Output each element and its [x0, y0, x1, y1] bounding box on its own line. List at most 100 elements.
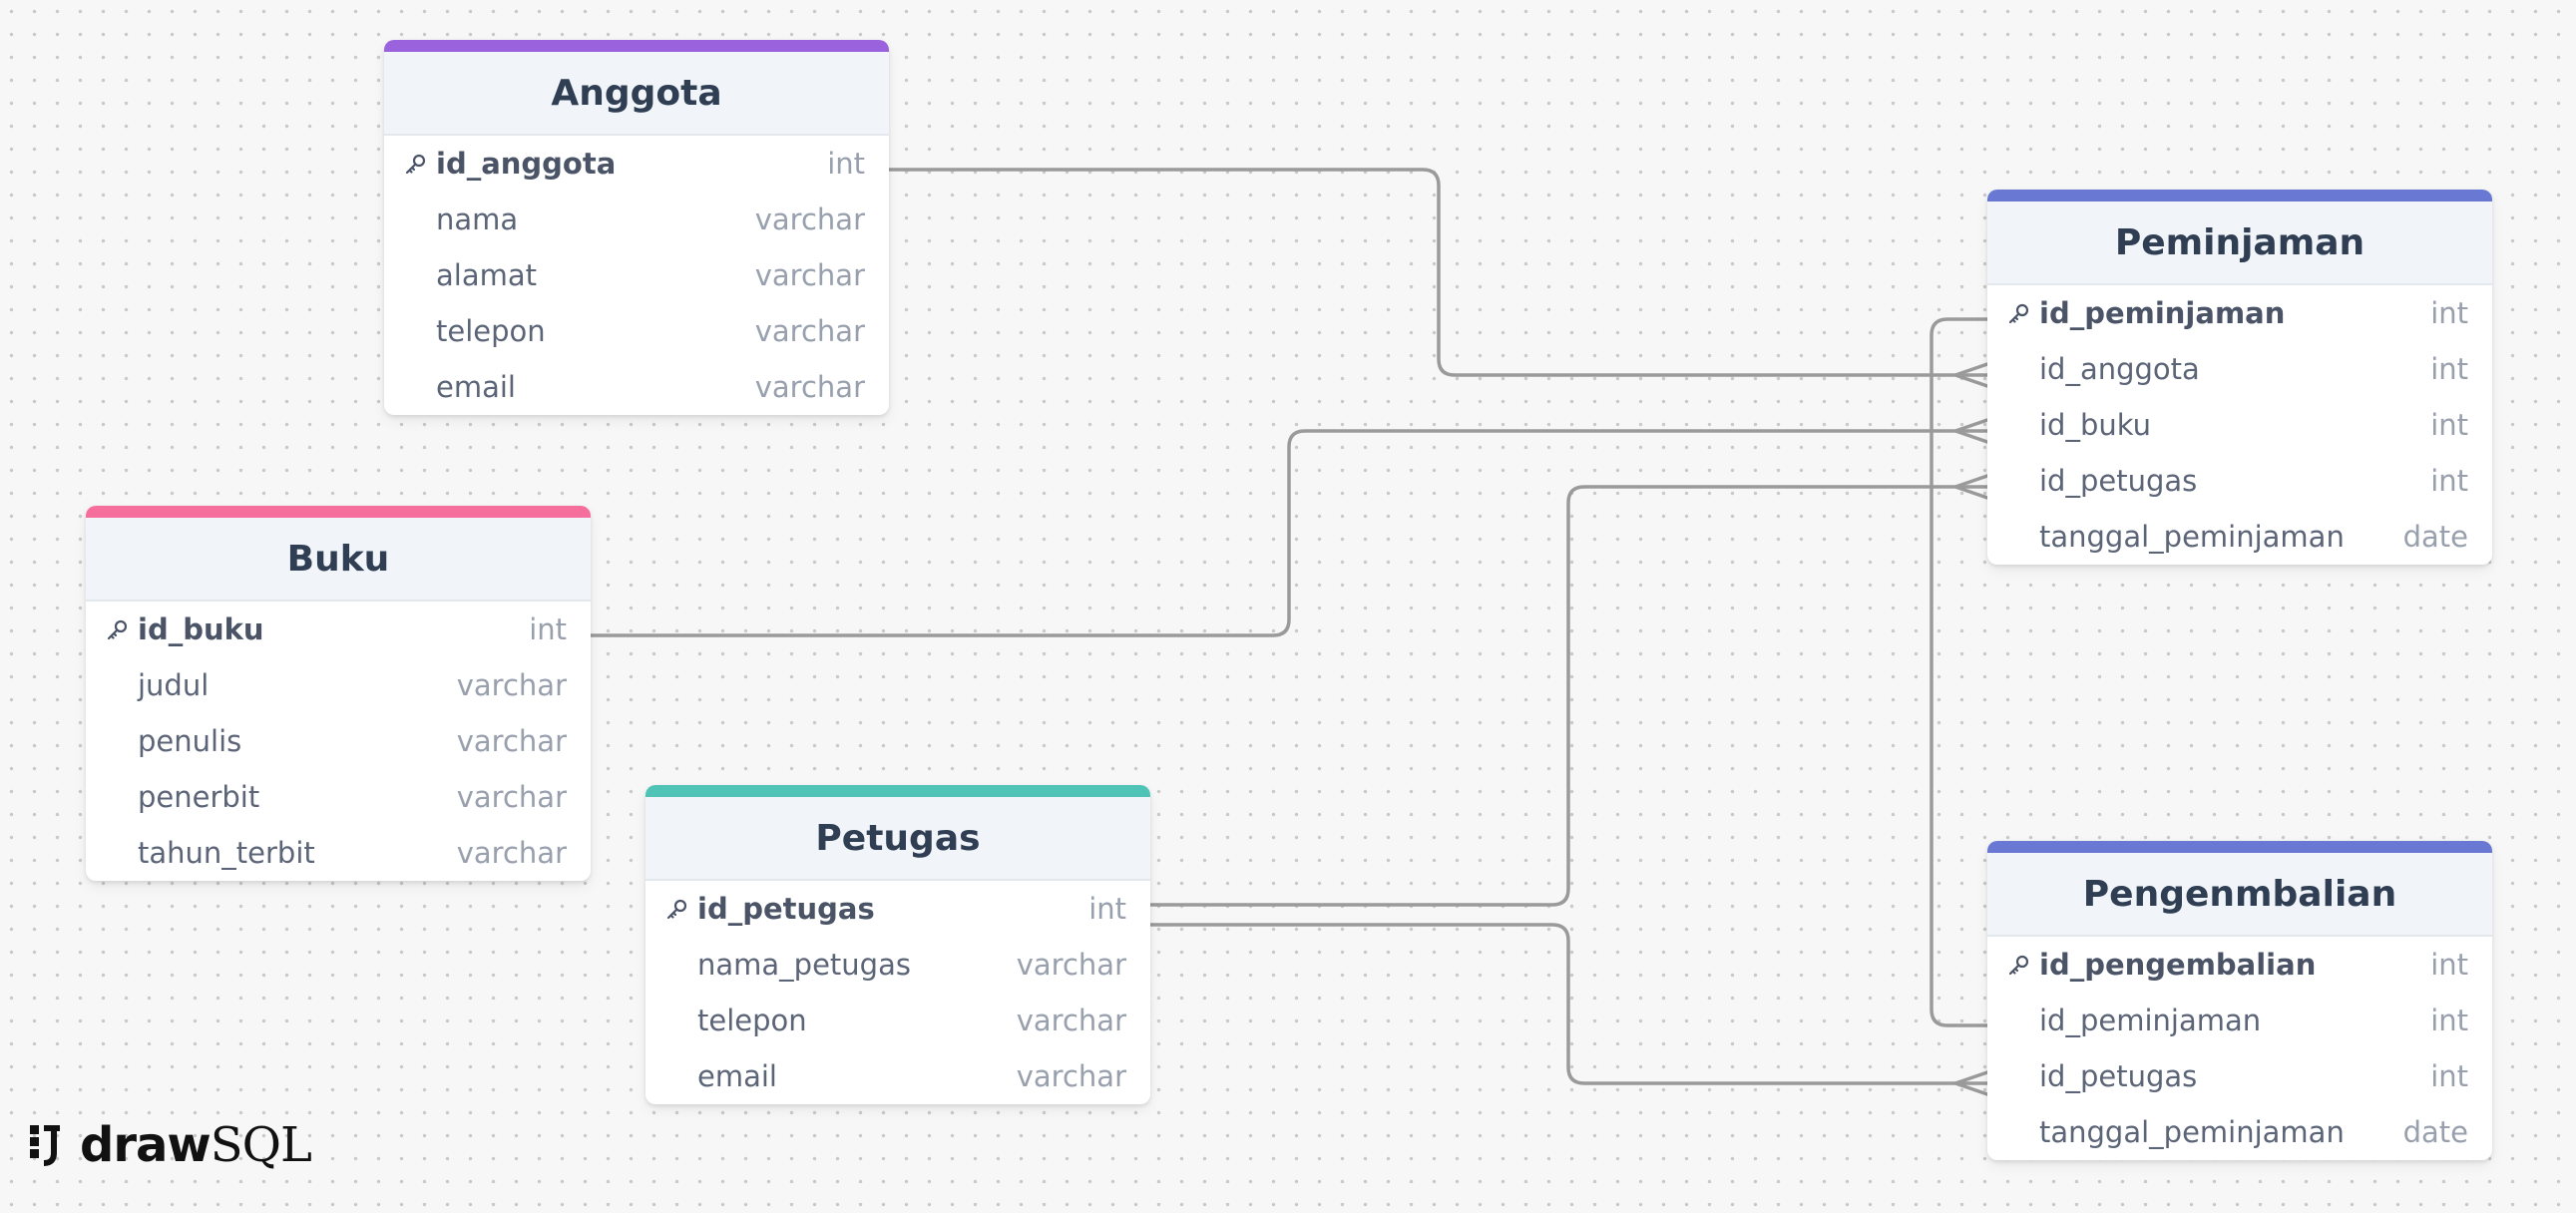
column-name: penerbit	[138, 780, 260, 814]
crowfoot-icon	[1953, 362, 1989, 388]
table-header[interactable]: Peminjaman	[1987, 202, 2492, 285]
column-name: telepon	[436, 314, 546, 348]
table-title: Anggota	[551, 72, 722, 114]
table-header[interactable]: Pengenmbalian	[1987, 853, 2492, 937]
relation-petugas-peminjaman[interactable]	[1148, 485, 1989, 907]
column-row-penulis[interactable]: penulis varchar	[86, 713, 591, 769]
column-type: int	[2430, 1004, 2468, 1037]
column-row-id-petugas[interactable]: id_petugas int	[645, 881, 1150, 937]
relation-peminjaman-pengembalian[interactable]	[1930, 317, 1989, 1027]
table-color-bar	[645, 785, 1150, 797]
column-row-tanggal-peminjaman[interactable]: tanggal_peminjaman date	[1987, 1104, 2492, 1160]
column-name: telepon	[697, 1004, 807, 1037]
table-petugas[interactable]: Petugas id_petugas int nama_petugas varc…	[645, 785, 1150, 1104]
column-type: int	[2430, 296, 2468, 330]
table-color-bar	[86, 506, 591, 518]
column-type: varchar	[456, 780, 567, 814]
relation-anggota-peminjaman[interactable]	[887, 168, 1989, 377]
column-type: int	[2430, 948, 2468, 982]
column-type: varchar	[456, 836, 567, 870]
column-name: judul	[138, 668, 210, 702]
column-row-id-buku[interactable]: id_buku int	[86, 602, 591, 657]
column-type: varchar	[754, 314, 865, 348]
table-title: Buku	[286, 538, 390, 580]
column-row-id-buku[interactable]: id_buku int	[1987, 397, 2492, 453]
column-type: varchar	[754, 370, 865, 404]
column-row-id-peminjaman[interactable]: id_peminjaman int	[1987, 993, 2492, 1048]
column-row-telepon[interactable]: telepon varchar	[645, 993, 1150, 1048]
column-row-email[interactable]: email varchar	[384, 359, 889, 415]
table-title: Petugas	[815, 817, 981, 859]
column-name: id_anggota	[436, 147, 617, 181]
column-name: alamat	[436, 258, 537, 292]
column-type: date	[2402, 520, 2468, 554]
column-type: int	[2430, 1059, 2468, 1093]
column-row-judul[interactable]: judul varchar	[86, 657, 591, 713]
table-color-bar	[1987, 190, 2492, 202]
column-type: date	[2402, 1115, 2468, 1149]
table-header[interactable]: Anggota	[384, 52, 889, 136]
column-row-email[interactable]: email varchar	[645, 1048, 1150, 1104]
column-name: email	[436, 370, 516, 404]
crowfoot-icon	[1953, 418, 1989, 444]
column-name: tanggal_peminjaman	[2039, 520, 2345, 554]
column-name: id_buku	[2039, 408, 2152, 442]
drawsql-wordmark: drawSQL	[80, 1117, 312, 1173]
column-type: varchar	[1016, 1059, 1126, 1093]
column-name: id_pengembalian	[2039, 948, 2317, 982]
column-type: int	[1088, 892, 1126, 926]
column-row-nama[interactable]: nama varchar	[384, 192, 889, 247]
column-row-telepon[interactable]: telepon varchar	[384, 303, 889, 359]
table-header[interactable]: Petugas	[645, 797, 1150, 881]
table-buku[interactable]: Buku id_buku int judul varchar penulis v…	[86, 506, 591, 881]
column-name: id_petugas	[2039, 464, 2198, 498]
column-row-nama-petugas[interactable]: nama_petugas varchar	[645, 937, 1150, 993]
column-row-id-petugas[interactable]: id_petugas int	[1987, 1048, 2492, 1104]
relation-petugas-pengembalian[interactable]	[1148, 923, 1989, 1085]
column-type: int	[529, 612, 567, 646]
column-name: id_buku	[138, 612, 264, 646]
key-icon	[665, 897, 697, 921]
table-peminjaman[interactable]: Peminjaman id_peminjaman int id_anggota …	[1987, 190, 2492, 565]
table-header[interactable]: Buku	[86, 518, 591, 602]
column-row-id-peminjaman[interactable]: id_peminjaman int	[1987, 285, 2492, 341]
key-icon	[106, 617, 138, 641]
column-row-id-anggota[interactable]: id_anggota int	[1987, 341, 2492, 397]
drawsql-logo[interactable]: drawSQL	[28, 1117, 312, 1173]
column-row-alamat[interactable]: alamat varchar	[384, 247, 889, 303]
column-type: varchar	[456, 724, 567, 758]
column-row-id-petugas[interactable]: id_petugas int	[1987, 453, 2492, 509]
column-type: int	[2430, 352, 2468, 386]
column-name: nama_petugas	[697, 948, 911, 982]
key-icon	[2007, 301, 2039, 325]
column-type: int	[2430, 408, 2468, 442]
column-row-id-anggota[interactable]: id_anggota int	[384, 136, 889, 192]
table-pengembalian[interactable]: Pengenmbalian id_pengembalian int id_pem…	[1987, 841, 2492, 1160]
column-row-tahun-terbit[interactable]: tahun_terbit varchar	[86, 825, 591, 881]
column-name: email	[697, 1059, 777, 1093]
key-icon	[404, 152, 436, 176]
column-type: varchar	[754, 258, 865, 292]
column-name: tanggal_peminjaman	[2039, 1115, 2345, 1149]
column-name: id_peminjaman	[2039, 1004, 2262, 1037]
column-name: id_petugas	[697, 892, 875, 926]
column-type: varchar	[754, 202, 865, 236]
column-name: id_peminjaman	[2039, 296, 2286, 330]
column-type: varchar	[1016, 1004, 1126, 1037]
column-name: penulis	[138, 724, 242, 758]
column-type: int	[2430, 464, 2468, 498]
column-name: id_petugas	[2039, 1059, 2198, 1093]
table-color-bar	[384, 40, 889, 52]
column-name: nama	[436, 202, 519, 236]
column-type: int	[827, 147, 865, 181]
column-name: tahun_terbit	[138, 836, 315, 870]
table-color-bar	[1987, 841, 2492, 853]
column-row-id-pengembalian[interactable]: id_pengembalian int	[1987, 937, 2492, 993]
relation-buku-peminjaman[interactable]	[589, 429, 1989, 637]
key-icon	[2007, 953, 2039, 977]
column-row-penerbit[interactable]: penerbit varchar	[86, 769, 591, 825]
column-row-tanggal-peminjaman[interactable]: tanggal_peminjaman date	[1987, 509, 2492, 565]
column-type: varchar	[1016, 948, 1126, 982]
crowfoot-icon	[1953, 1070, 1989, 1096]
table-anggota[interactable]: Anggota id_anggota int nama varchar alam…	[384, 40, 889, 415]
